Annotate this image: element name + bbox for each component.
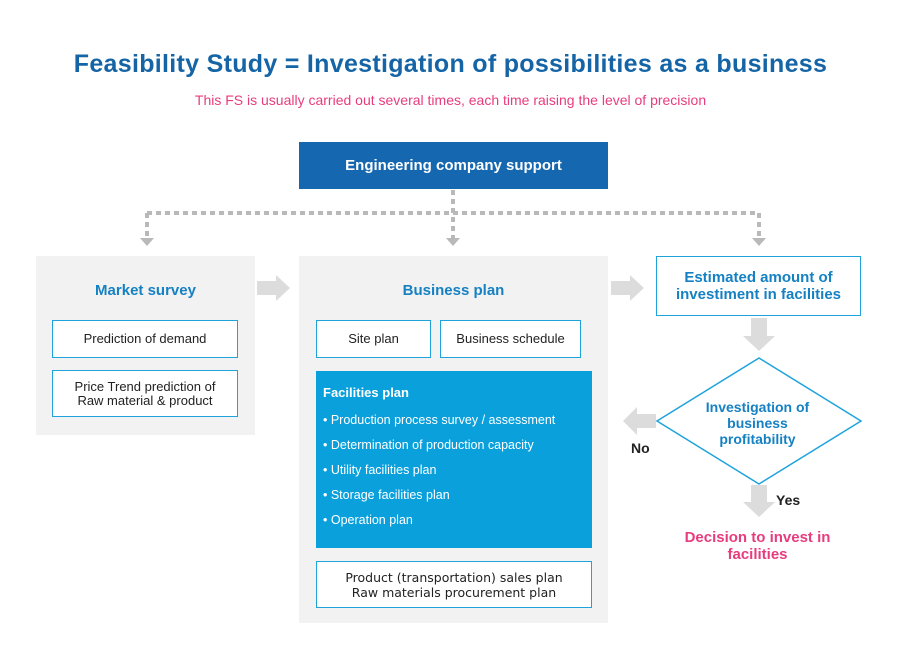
profitability-check-text: Investigation of business profitability [665, 399, 850, 447]
no-label: No [631, 440, 650, 456]
yes-label: Yes [776, 492, 801, 508]
facilities-plan-box: Facilities plan • Production process sur… [316, 371, 592, 548]
procurement-plan-text: Raw materials procurement plan [351, 584, 557, 600]
prediction-of-demand-box: Prediction of demand [52, 320, 238, 358]
price-trend-box: Price Trend prediction of Raw material &… [52, 370, 238, 417]
final-decision-text: Decision to invest in facilities [670, 529, 845, 563]
arrow-market-to-business [257, 275, 290, 301]
price-trend-text: Price Trend prediction of Raw material &… [74, 378, 216, 408]
final-decision-label: Decision to invest in facilities [684, 529, 831, 563]
arrow-down-right [752, 238, 766, 246]
business-plan-title: Business plan [402, 282, 505, 299]
sales-procurement-box: Product (transportation) sales plan Raw … [316, 561, 592, 608]
site-plan-box: Site plan [316, 320, 431, 358]
arrow-down-left [140, 238, 154, 246]
facilities-item: • Utility facilities plan [323, 463, 437, 477]
arrow-yes [743, 485, 775, 517]
engineering-support-box: Engineering company support [299, 142, 608, 189]
facilities-item: • Determination of production capacity [323, 438, 534, 452]
facilities-item: • Production process survey / assessment [323, 413, 556, 427]
page-title: Feasibility Study = Investigation of pos… [73, 50, 828, 78]
estimated-investment-text: Estimated amount of investiment in facil… [675, 269, 842, 303]
market-survey-title: Market survey [95, 282, 196, 299]
arrow-estimate-to-check [743, 318, 775, 351]
facilities-plan-title: Facilities plan [323, 385, 409, 400]
sales-plan-text: Product (transportation) sales plan [345, 569, 563, 585]
page-subtitle: This FS is usually carried out several t… [194, 92, 707, 108]
arrow-down-center [446, 238, 460, 246]
estimated-investment-box: Estimated amount of investiment in facil… [656, 256, 861, 316]
business-schedule-box: Business schedule [440, 320, 581, 358]
facilities-item: • Operation plan [323, 513, 413, 527]
decision-diamond [655, 357, 863, 485]
arrow-no [623, 407, 656, 435]
arrow-business-to-estimate [611, 275, 644, 301]
profitability-check-label: Investigation of business profitability [705, 399, 810, 447]
facilities-item: • Storage facilities plan [323, 488, 450, 502]
